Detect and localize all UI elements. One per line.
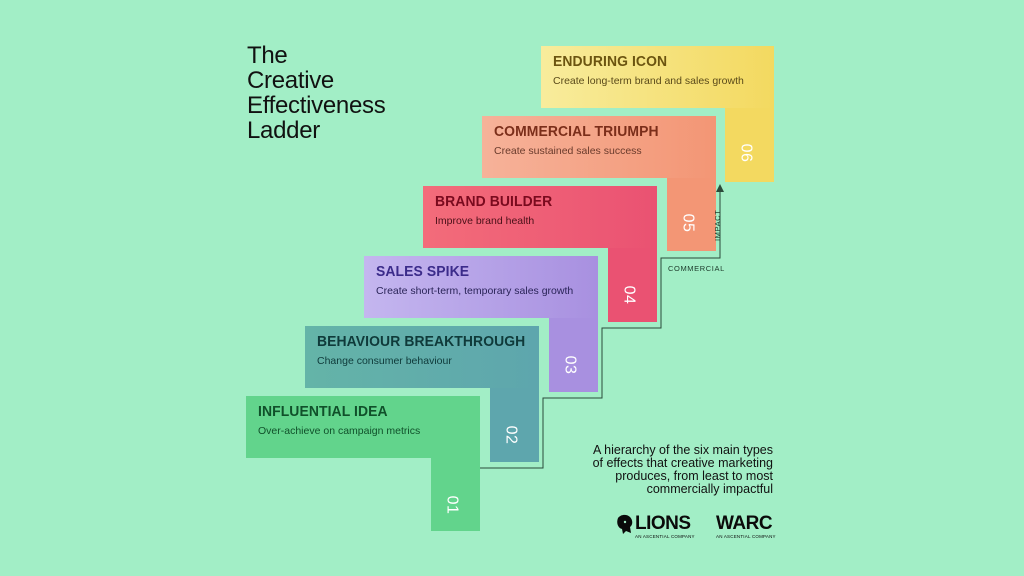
step-number: 06 [737, 143, 755, 163]
step-description: Create sustained sales success [494, 145, 642, 157]
step-number: 05 [679, 213, 697, 233]
step-name: Commercial Triumph [494, 124, 659, 140]
step-name: Influential Idea [258, 404, 388, 420]
step-leg [725, 108, 774, 182]
step-number: 01 [443, 495, 461, 515]
title-line-4: Ladder [247, 117, 320, 144]
lion-head-icon [617, 514, 633, 534]
step-description: Create short-term, temporary sales growt… [376, 285, 574, 297]
step-name: Brand Builder [435, 194, 553, 210]
step-leg [549, 318, 598, 392]
step-bar: Influential Idea Over-achieve on campaig… [246, 396, 480, 458]
warc-wordmark: WARC [716, 513, 773, 534]
page-title: The Creative Effectiveness Ladder [247, 43, 447, 143]
axis-label-impact: IMPACT [713, 209, 722, 241]
title-line-2: Creative [247, 67, 334, 94]
step-description: Over-achieve on campaign metrics [258, 425, 421, 437]
step-leg [431, 458, 480, 531]
warc-logo: WARC AN ASCENTIAL COMPANY [716, 514, 776, 539]
step-description: Create long-term brand and sales growth [553, 75, 744, 87]
step-name: Sales Spike [376, 264, 470, 280]
step-bar: Behaviour Breakthrough Change consumer b… [305, 326, 539, 388]
step-bar: Enduring Icon Create long-term brand and… [541, 46, 774, 108]
step-number: 03 [561, 355, 579, 375]
step-bar: Sales Spike Create short-term, temporary… [364, 256, 598, 318]
step-leg [490, 388, 539, 462]
lions-logo: LIONS AN ASCENTIAL COMPANY [615, 514, 695, 539]
step-description: Change consumer behaviour [317, 355, 452, 367]
title-line-3: Effectiveness [247, 92, 386, 119]
step-leg [667, 178, 716, 251]
step-number: 02 [502, 425, 520, 445]
arrow-up-icon [716, 184, 724, 192]
caption: A hierarchy of the six main types of eff… [592, 443, 773, 496]
step-leg [608, 248, 657, 322]
step-bar: Brand Builder Improve brand health [423, 186, 657, 248]
axis-label-commercial: COMMERCIAL [668, 264, 725, 273]
step-name: Enduring Icon [553, 54, 668, 70]
warc-tagline: AN ASCENTIAL COMPANY [716, 534, 776, 539]
step-bar: Commercial Triumph Create sustained sale… [482, 116, 716, 178]
title-line-1: The [247, 42, 288, 69]
step-name: Behaviour Breakthrough [317, 334, 526, 350]
lions-wordmark: LIONS [635, 513, 691, 534]
step-description: Improve brand health [435, 215, 535, 227]
step-number: 04 [620, 285, 638, 305]
lions-tagline: AN ASCENTIAL COMPANY [635, 534, 695, 539]
